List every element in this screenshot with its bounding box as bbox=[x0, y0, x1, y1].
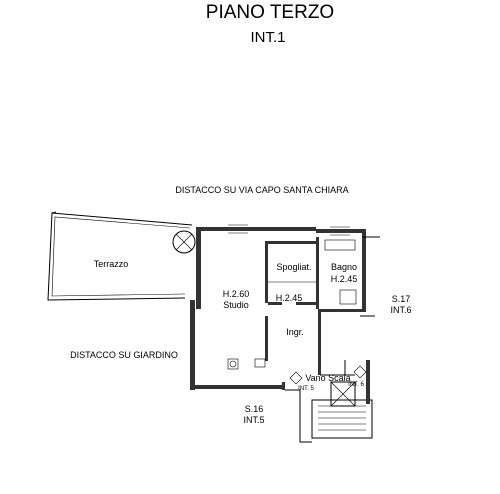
entrance-label: Ingr. bbox=[286, 327, 304, 337]
dressing-room-label: Spogliat. bbox=[276, 262, 311, 272]
plan-title: PIANO TERZO bbox=[206, 2, 334, 23]
top-windows bbox=[228, 224, 350, 236]
terrace-outline bbox=[47, 211, 193, 301]
fixtures bbox=[227, 239, 357, 370]
exterior-walls bbox=[190, 227, 380, 390]
street-setback-label: DISTACCO SU VIA CAPO SANTA CHIARA bbox=[175, 185, 348, 195]
int5-small-label: INT. 5 bbox=[298, 386, 314, 392]
s17-label: S.17 bbox=[392, 294, 411, 304]
bath-height-label: H.2.45 bbox=[331, 274, 358, 284]
garden-setback-label: DISTACCO SU GIARDINO bbox=[70, 350, 178, 360]
studio-label: Studio bbox=[223, 300, 249, 310]
bath-label: Bagno bbox=[331, 262, 357, 272]
s16-label: S.16 bbox=[245, 404, 264, 414]
studio-height-label: H.2.60 bbox=[223, 289, 250, 299]
interior-walls bbox=[265, 237, 319, 361]
round-column bbox=[172, 230, 196, 254]
stair-label: Vano Scala bbox=[305, 373, 350, 383]
int6-small-label: INT. 6 bbox=[348, 382, 364, 388]
int5-label: INT.5 bbox=[243, 415, 264, 425]
plan-subtitle: INT.1 bbox=[250, 29, 285, 46]
stair bbox=[285, 360, 373, 443]
terrace-label: Terrazzo bbox=[94, 259, 129, 269]
hall-height-label: H.2.45 bbox=[276, 293, 303, 303]
int6-label: INT.6 bbox=[390, 305, 411, 315]
